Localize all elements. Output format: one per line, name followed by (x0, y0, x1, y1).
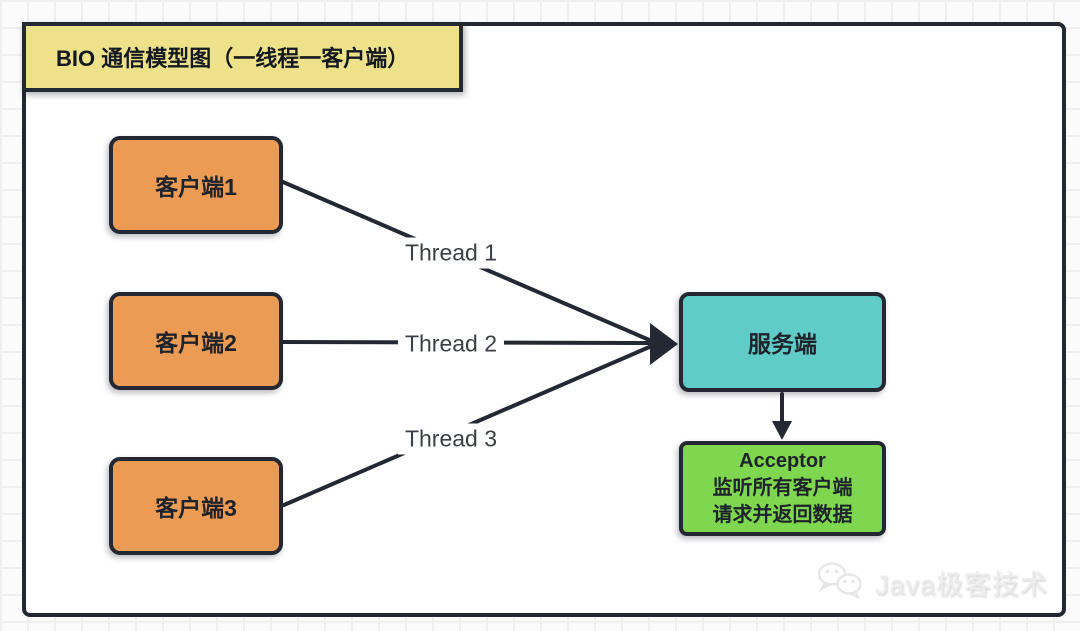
watermark: Java极客技术 (815, 561, 1048, 603)
server-box: 服务端 (679, 292, 886, 392)
acceptor-line2: 请求并返回数据 (712, 504, 853, 526)
acceptor-line1: 监听所有客户端 (712, 477, 853, 499)
thread-3-label: Thread 3 (397, 423, 505, 455)
client-1-label: 客户端1 (155, 174, 237, 200)
watermark-text: Java极客技术 (874, 569, 1048, 600)
client-3-label: 客户端3 (155, 495, 237, 521)
server-label: 服务端 (748, 331, 817, 357)
thread-1-label: Thread 1 (397, 237, 505, 269)
client-2-label: 客户端2 (155, 330, 237, 356)
thread-2-label: Thread 2 (397, 328, 505, 360)
acceptor-box: Acceptor 监听所有客户端 请求并返回数据 (679, 441, 886, 536)
client-3-box: 客户端3 (109, 457, 283, 555)
client-1-box: 客户端1 (109, 136, 283, 234)
diagram-title: BIO 通信模型图（一线程一客户端） (56, 46, 410, 71)
wechat-chat-bubbles-icon (815, 561, 867, 603)
client-2-box: 客户端2 (109, 292, 283, 390)
acceptor-heading: Acceptor (739, 450, 826, 472)
diagram-title-box: BIO 通信模型图（一线程一客户端） (22, 22, 463, 92)
